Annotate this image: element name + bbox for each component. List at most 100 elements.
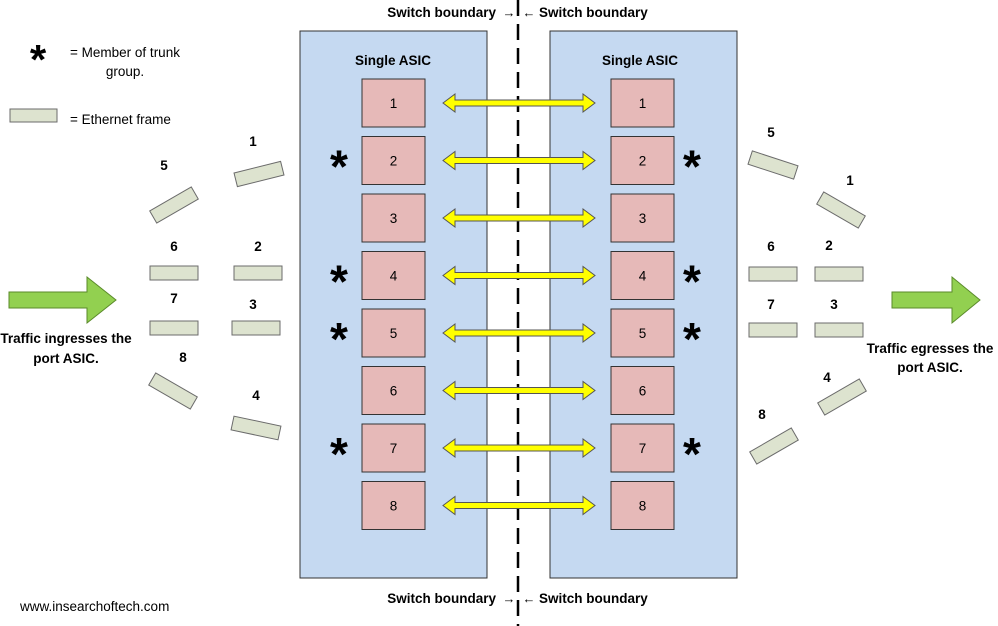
left-port-label: 2: [390, 154, 398, 169]
left-port-2: 2: [361, 136, 426, 185]
right-port-box: [610, 78, 675, 128]
right-port-3: 3: [610, 193, 675, 243]
asterisk-icon: *: [30, 36, 47, 83]
right-port-label: 6: [639, 384, 647, 399]
ingress-frame-1: 1: [233, 134, 285, 188]
frame-number-label: 7: [170, 291, 178, 306]
ethernet-frame-icon: [814, 322, 864, 338]
port-link-arrow-8: [442, 495, 596, 516]
right-port-box: [610, 308, 675, 358]
port-link-arrow-1: [442, 93, 596, 113]
right-port-8: 8: [610, 481, 675, 530]
frame-number-label: 8: [179, 350, 187, 365]
boundary-label-bottom-right: Switch boundary: [539, 591, 648, 606]
boundary-labels-bottom: Switch boundary Switch boundary → ←: [387, 591, 648, 606]
left-port-label: 8: [390, 499, 398, 514]
ethernet-frame-icon: [233, 160, 285, 188]
ethernet-frame-icon: [9, 108, 58, 123]
boundary-label-top-right: Switch boundary: [539, 5, 648, 20]
frame-number-label: 1: [846, 173, 854, 188]
left-port-box: [361, 366, 426, 415]
left-port-box: [361, 251, 426, 300]
right-port-label: 7: [639, 441, 647, 456]
ingress-frame-7: 7: [149, 291, 199, 336]
right-port-4: 4: [610, 251, 675, 300]
ethernet-frame-icon: [149, 265, 199, 281]
ethernet-frame-icon: [233, 265, 283, 281]
ethernet-frame-icon: [748, 266, 798, 282]
egress-caption-2: port ASIC.: [897, 360, 963, 375]
footer-url: www.insearchoftech.com: [19, 599, 169, 614]
egress-frame-3: 3: [814, 297, 864, 338]
frame-number-label: 4: [823, 370, 831, 385]
frame-number-label: 6: [170, 239, 178, 254]
egress-caption-1: Traffic egresses the: [867, 341, 994, 356]
right-port-label: 2: [639, 154, 647, 169]
trunk-asterisk-icon: *: [683, 141, 701, 193]
ingress-caption-1: Traffic ingresses the: [0, 331, 132, 346]
ethernet-frame-icon: [231, 320, 281, 336]
left-port-box: [361, 193, 426, 243]
right-port-box: [610, 481, 675, 530]
right-port-7: 7: [610, 423, 675, 473]
legend-frame-label: = Ethernet frame: [70, 112, 171, 127]
ethernet-frame-icon: [149, 320, 199, 336]
frame-number-label: 2: [254, 239, 262, 254]
ingress-frame-5: 5: [149, 158, 199, 224]
trunk-asterisk-icon: *: [683, 428, 701, 480]
port-link-arrow-3: [442, 208, 596, 228]
ingress-frame-6: 6: [149, 239, 199, 281]
left-port-box: [361, 423, 426, 473]
trunk-asterisk-icon: *: [330, 256, 348, 308]
ethernet-frame-icon: [814, 266, 864, 282]
boundary-label-top-left: Switch boundary: [387, 5, 496, 20]
ethernet-frame-icon: [816, 191, 866, 229]
port-link-arrow-2: [442, 150, 596, 171]
ethernet-frame-icon: [149, 186, 199, 224]
ingress-frame-3: 3: [231, 297, 281, 336]
frame-number-label: 3: [830, 297, 838, 312]
right-port-box: [610, 251, 675, 300]
egress-frame-8: 8: [749, 407, 799, 465]
left-port-4: 4: [361, 251, 426, 300]
arrow-left-icon: ←: [523, 5, 536, 20]
port-link-arrow-5: [442, 323, 596, 343]
left-port-8: 8: [361, 481, 426, 530]
left-asic-title: Single ASIC: [355, 53, 431, 68]
right-port-label: 4: [639, 269, 647, 284]
trunk-asterisk-icon: *: [330, 313, 348, 365]
boundary-label-bottom-left: Switch boundary: [387, 591, 496, 606]
frame-number-label: 4: [252, 388, 260, 403]
egress-frame-4: 4: [817, 370, 867, 416]
right-port-label: 1: [639, 96, 647, 111]
ingress-caption-2: port ASIC.: [33, 351, 99, 366]
frame-number-label: 7: [767, 297, 775, 312]
left-port-7: 7: [361, 423, 426, 473]
frame-number-label: 2: [825, 238, 833, 253]
left-port-box: [361, 136, 426, 185]
ethernet-frame-icon: [817, 378, 867, 416]
right-port-box: [610, 423, 675, 473]
frame-number-label: 8: [758, 407, 766, 422]
port-link-arrow-7: [442, 438, 596, 458]
egress-frame-7: 7: [748, 297, 798, 338]
ethernet-frame-icon: [747, 150, 799, 180]
left-port-label: 4: [390, 269, 398, 284]
legend-trunk-label-2: group.: [106, 64, 144, 79]
egress-frame-6: 6: [748, 239, 798, 282]
left-port-3: 3: [361, 193, 426, 243]
right-port-box: [610, 136, 675, 185]
left-port-box: [361, 481, 426, 530]
frame-number-label: 6: [767, 239, 775, 254]
left-port-box: [361, 78, 426, 128]
arrow-right-icon: →: [503, 5, 516, 20]
left-port-label: 3: [390, 211, 398, 226]
legend: * = Member of trunk group. = Ethernet fr…: [9, 36, 180, 127]
frame-number-label: 5: [160, 158, 168, 173]
egress-frame-1: 1: [816, 173, 866, 229]
ingress-arrow-icon: [8, 275, 117, 325]
left-port-1: 1: [361, 78, 426, 128]
